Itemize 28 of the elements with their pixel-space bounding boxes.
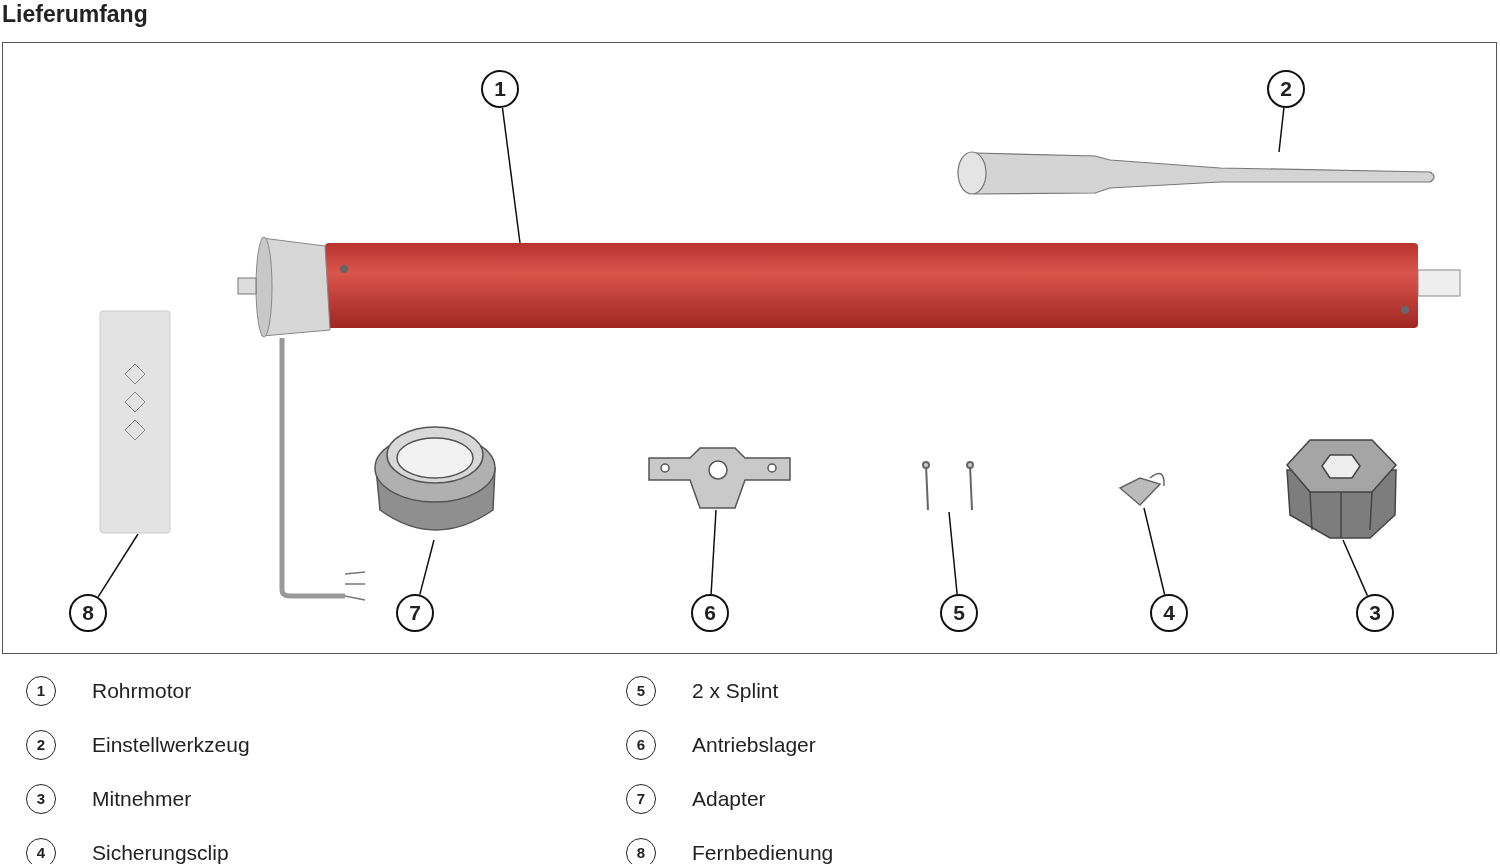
callout-number: 1 <box>481 70 519 108</box>
callout-number: 2 <box>1267 70 1305 108</box>
part-name: Mitnehmer <box>92 786 192 813</box>
part-name: Adapter <box>692 786 766 813</box>
remote-control-drawing <box>98 309 172 535</box>
leader-line <box>1143 507 1166 596</box>
leader-line <box>710 509 717 595</box>
heading: Lieferumfang <box>2 0 148 28</box>
part-name: Antriebslager <box>692 732 816 759</box>
leader-line <box>97 533 139 598</box>
leader-line <box>1342 539 1369 597</box>
leader-line <box>419 539 435 596</box>
callout-number: 3 <box>26 784 56 814</box>
leader-line <box>501 107 521 244</box>
callout-number: 4 <box>1150 594 1188 632</box>
part-name: Einstellwerkzeug <box>92 732 250 759</box>
bracket-drawing <box>646 446 794 512</box>
part-name: Fernbedienung <box>692 840 834 864</box>
leader-line <box>948 511 958 595</box>
callout-number: 5 <box>940 594 978 632</box>
part-name: 2 x Splint <box>692 678 779 705</box>
callout-number: 3 <box>1356 594 1394 632</box>
part-name: Sicherungsclip <box>92 840 229 864</box>
leader-line <box>1278 107 1285 153</box>
part-name: Rohrmotor <box>92 678 192 705</box>
callout-number: 7 <box>396 594 434 632</box>
callout-number: 8 <box>69 594 107 632</box>
callout-number: 6 <box>691 594 729 632</box>
